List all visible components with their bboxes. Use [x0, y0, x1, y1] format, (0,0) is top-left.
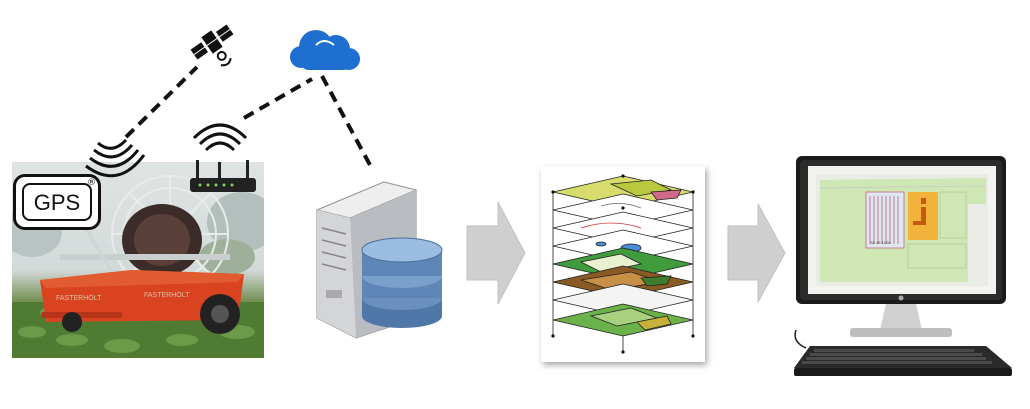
gis-layers-icon [551, 174, 695, 354]
irrigation-machine-photo: FASTERHOLT FASTERHOLT [12, 162, 264, 358]
satellite-icon [190, 24, 234, 67]
gps-device: GPS ® [13, 174, 101, 230]
gis-layers-panel [541, 166, 705, 362]
gps-signal-icon [85, 138, 146, 178]
wifi-router-icon [190, 123, 256, 192]
gps-label: GPS [33, 190, 81, 215]
desktop-computer-icon: S8 45 1028 [794, 156, 1012, 376]
machine-brand-right: FASTERHOLT [144, 292, 190, 299]
gps-device-frame [22, 183, 92, 221]
arrow-right-icon-2 [727, 203, 786, 303]
keyboard-icon [794, 346, 1012, 376]
machine-brand-left: FASTERHOLT [56, 295, 102, 302]
arrow-right-icon [466, 201, 526, 305]
router-cloud-link-line [243, 77, 313, 120]
svg-text:S8 45 1028: S8 45 1028 [870, 240, 891, 245]
cloud-server-link-line [320, 75, 372, 166]
gps-registered-mark: ® [87, 178, 96, 188]
satellite-link-line [124, 65, 199, 139]
irrigation-machine-illustration: FASTERHOLT FASTERHOLT [12, 175, 264, 358]
cloud-icon [290, 30, 360, 70]
database-icon [361, 237, 443, 328]
